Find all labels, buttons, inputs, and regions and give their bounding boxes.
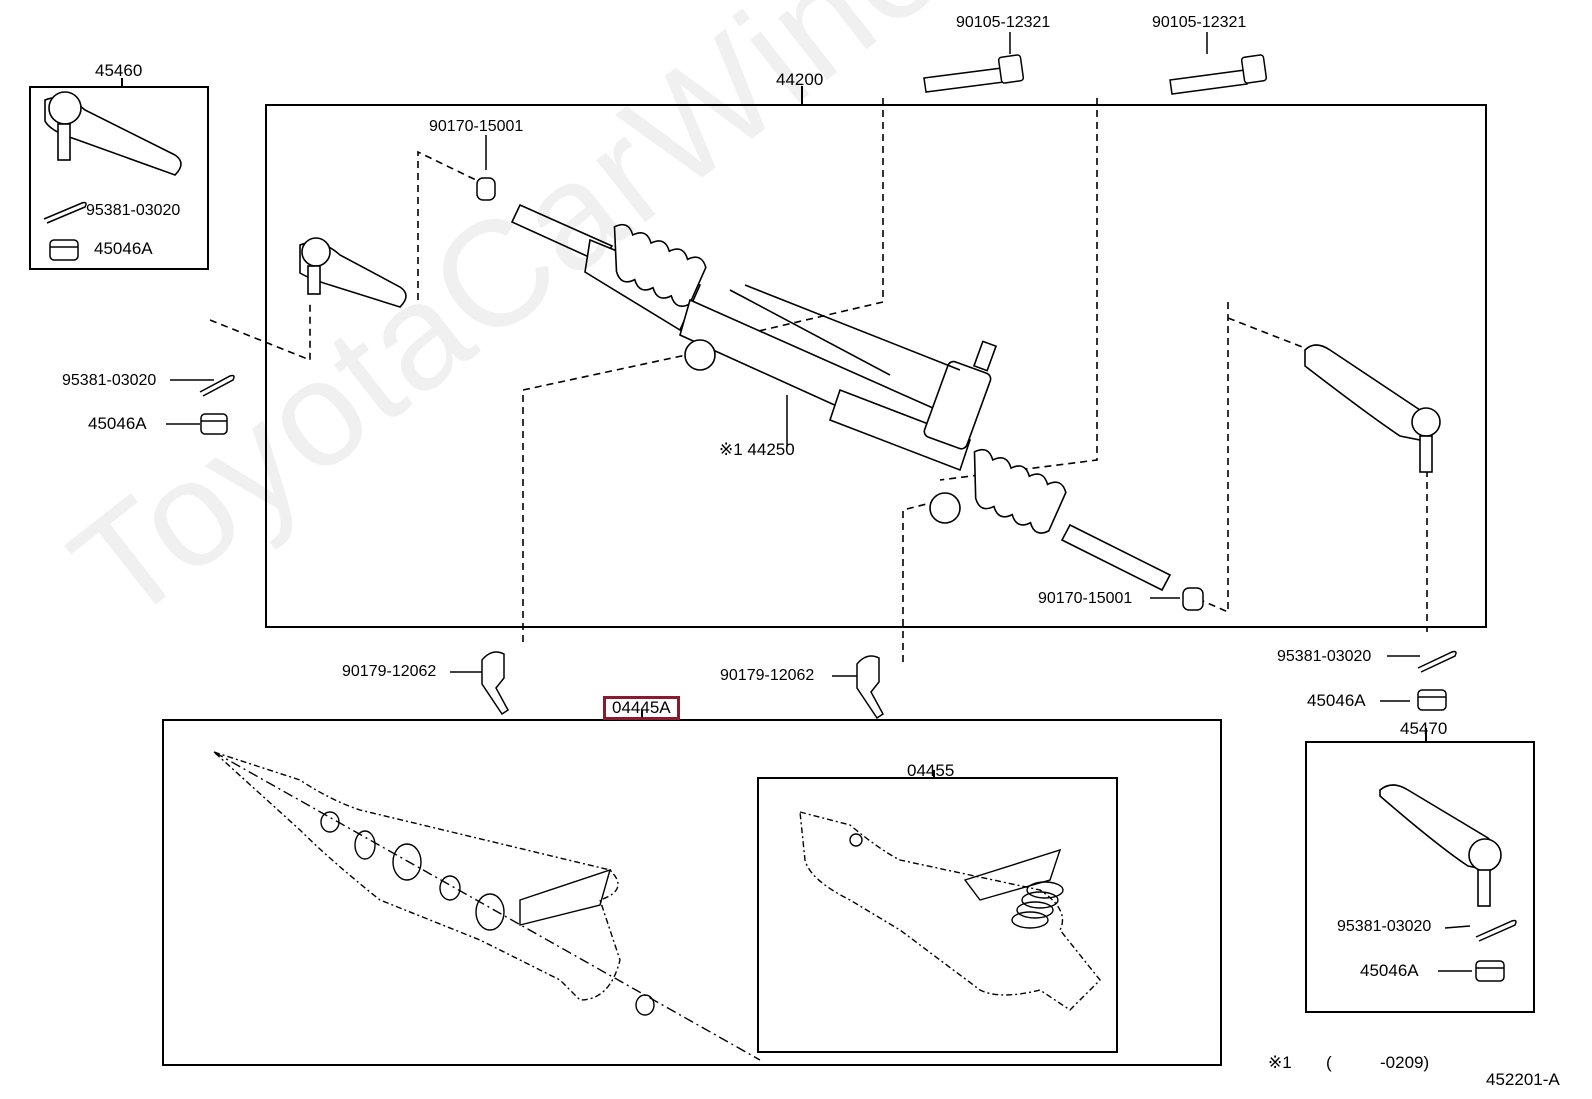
cotter-right-icon xyxy=(1417,650,1457,673)
part-label-nut-top[interactable]: 90170-15001 xyxy=(429,118,524,135)
bracket-right-icon xyxy=(856,655,884,720)
group-box-44200 xyxy=(265,104,1487,628)
part-label-cotter-inset-right[interactable]: 95381-03020 xyxy=(1337,918,1432,935)
group-label-45460[interactable]: 45460 xyxy=(95,61,143,80)
group-box-45460 xyxy=(29,86,209,270)
nut-bottom-icon xyxy=(1182,587,1204,611)
footnote-open-paren: ( xyxy=(1326,1053,1332,1072)
nut-top-icon xyxy=(476,177,496,201)
footnote-range: -0209) xyxy=(1380,1053,1430,1072)
cotter-inset-left-icon xyxy=(43,201,87,224)
cotter-left-icon xyxy=(199,374,235,397)
nut-right-icon xyxy=(1417,689,1447,711)
diagram-id: 452201-A xyxy=(1486,1070,1560,1089)
group-box-04455 xyxy=(757,777,1118,1053)
nut-inset-right-icon xyxy=(1475,960,1505,982)
part-label-rack-gear[interactable]: ※1 44250 xyxy=(719,440,795,459)
group-label-04455[interactable]: 04455 xyxy=(907,761,955,780)
group-label-04445A[interactable]: 04445A xyxy=(603,696,680,720)
part-label-nut-right[interactable]: 45046A xyxy=(1307,691,1366,710)
part-label-cotter-inset-left[interactable]: 95381-03020 xyxy=(86,202,181,219)
nut-left-icon xyxy=(200,413,228,435)
group-box-45470 xyxy=(1305,741,1535,1013)
bracket-left-icon xyxy=(481,651,509,716)
part-label-nut-left[interactable]: 45046A xyxy=(88,414,147,433)
group-box-04445A xyxy=(162,719,1222,1066)
part-label-nut-bottom[interactable]: 90170-15001 xyxy=(1038,590,1133,607)
footnote-mark: ※1 xyxy=(1268,1053,1292,1072)
part-label-cotter-left[interactable]: 95381-03020 xyxy=(62,372,157,389)
tie-rod-end-inset-right-icon xyxy=(1379,784,1502,907)
steering-rack-icon xyxy=(510,203,1172,592)
part-label-bolt-right[interactable]: 90105-12321 xyxy=(1152,14,1247,31)
part-label-nut-inset-left[interactable]: 45046A xyxy=(94,239,153,258)
bolt-left-icon xyxy=(923,54,1025,93)
group-label-44200[interactable]: 44200 xyxy=(776,70,824,89)
part-label-cotter-right[interactable]: 95381-03020 xyxy=(1277,648,1372,665)
bolt-right-icon xyxy=(1169,54,1268,95)
part-label-bracket-right[interactable]: 90179-12062 xyxy=(720,667,815,684)
tie-rod-end-inset-left-icon xyxy=(44,91,182,176)
cotter-inset-right-icon xyxy=(1475,919,1517,942)
tie-rod-end-left-icon xyxy=(299,237,407,308)
nut-inset-left-icon xyxy=(49,239,79,261)
part-label-bolt-left[interactable]: 90105-12321 xyxy=(956,14,1051,31)
spring-icon xyxy=(1011,881,1064,929)
part-label-nut-inset-right[interactable]: 45046A xyxy=(1360,961,1419,980)
group-label-45470[interactable]: 45470 xyxy=(1400,719,1448,738)
tie-rod-end-right-icon xyxy=(1304,344,1441,473)
part-label-bracket-left[interactable]: 90179-12062 xyxy=(342,663,437,680)
